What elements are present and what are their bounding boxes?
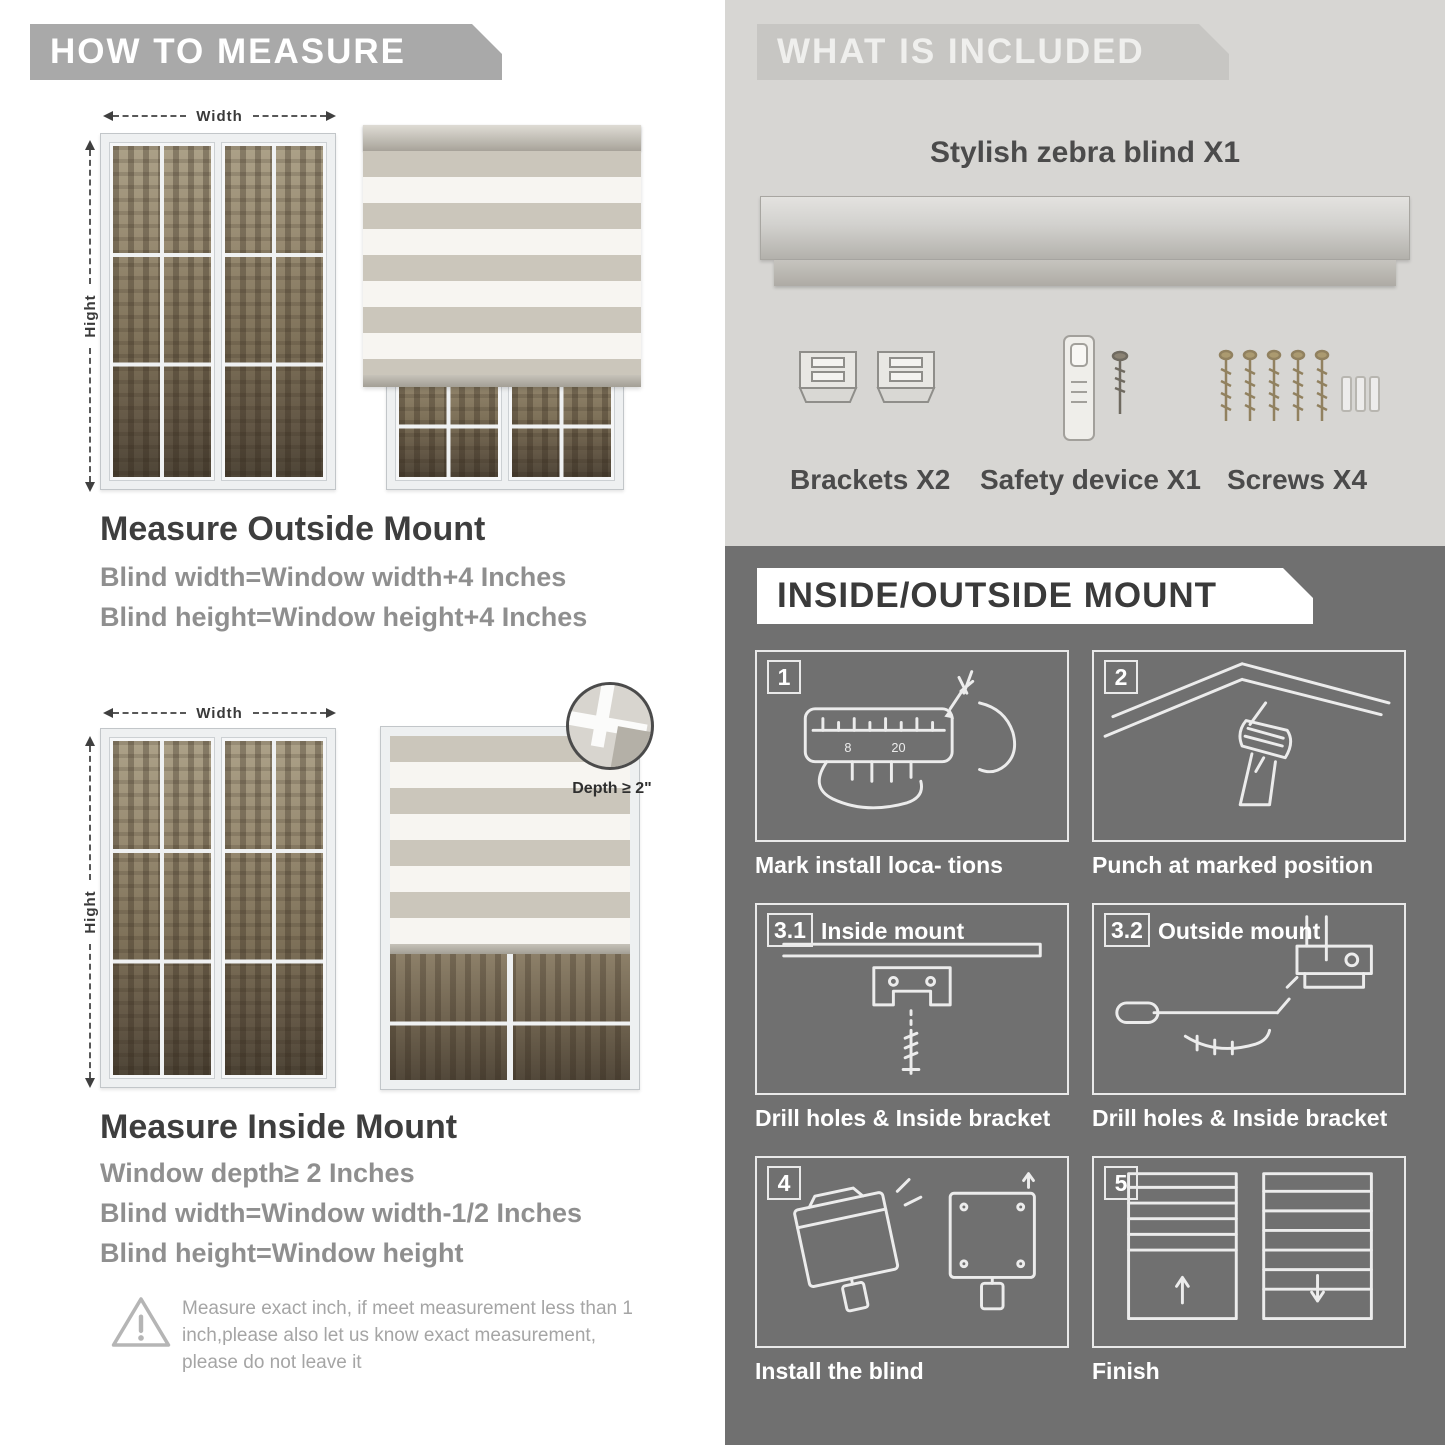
inside-formula-depth: Window depth≥ 2 Inches [100, 1158, 415, 1188]
step-panel-3-1: 3.1 Inside mount [755, 903, 1069, 1095]
step-panel-5: 5 [1092, 1156, 1406, 1348]
screws-label: Screws X4 [1226, 464, 1368, 495]
window-casement [222, 143, 326, 480]
inside-bracket-illustration [782, 942, 1042, 1075]
arrow-right-icon [85, 735, 95, 746]
arrow-right-icon [85, 139, 95, 150]
step-panel-4: 4 [755, 1156, 1069, 1348]
step-caption-4: Install the blind [755, 1358, 924, 1384]
arrow-right-icon [326, 111, 337, 121]
window-casement [222, 738, 326, 1078]
finish-illustration [1127, 1172, 1373, 1321]
blind-cassette [363, 125, 641, 151]
warning-triangle-icon [111, 1297, 171, 1347]
depth-zoom-callout [566, 682, 654, 770]
step-title: Outside mount [1158, 918, 1321, 944]
step-caption-5: Finish [1092, 1358, 1160, 1384]
step-number: 2 [1104, 660, 1138, 694]
outside-bracket-illustration [1115, 915, 1373, 1056]
screws-icon [1218, 349, 1380, 421]
what-is-included-title: WHAT IS INCLUDED [777, 32, 1145, 71]
window-lower-panes [390, 954, 630, 1080]
outside-formula-width: Blind width=Window width+4 Inches [100, 562, 567, 592]
window-illustration-outside [100, 133, 336, 490]
width-label: Width [196, 107, 243, 125]
zebra-blind-product-image [760, 196, 1410, 260]
inside-mount-title: Measure Inside Mount [100, 1108, 458, 1146]
step-number: 3.1 [767, 913, 813, 947]
measurement-warning-text: Measure exact inch, if meet measurement … [182, 1298, 633, 1373]
brackets-label: Brackets X2 [790, 464, 951, 495]
blind-fabric [363, 151, 641, 375]
step-number: 1 [767, 660, 801, 694]
svg-text:8: 8 [844, 740, 851, 755]
safety-device-label: Safety device X1 [979, 464, 1202, 495]
step-caption-1: Mark install loca- tions [755, 852, 1003, 878]
step-number: 4 [767, 1166, 801, 1200]
arrow-left-icon [85, 1078, 95, 1088]
arrow-left-icon [85, 482, 95, 492]
mark-location-illustration: 8 20 [803, 670, 1017, 810]
step-caption-3-2: Drill holes & Inside bracket [1092, 1105, 1388, 1131]
how-to-measure-title: HOW TO MEASURE [50, 32, 406, 71]
height-label: Hight [81, 890, 99, 934]
width-arrow-outside: Width [103, 104, 337, 128]
step-caption-3-1: Drill holes & Inside bracket [755, 1105, 1051, 1131]
how-to-measure-header: HOW TO MEASURE [30, 24, 502, 80]
depth-requirement-label: Depth ≥ 2" [572, 780, 652, 797]
step-panel-3-2: 3.2 Outside mount [1092, 903, 1406, 1095]
arrow-right-icon [326, 708, 337, 718]
step-number: 5 [1104, 1166, 1138, 1200]
what-is-included-header: WHAT IS INCLUDED [757, 24, 1229, 80]
step-panel-1: 1 8 20 [755, 650, 1069, 842]
outside-formula-height: Blind height=Window height+4 Inches [100, 602, 588, 632]
zebra-blind-outside-mount [363, 125, 641, 387]
height-label: Hight [81, 294, 99, 338]
step-caption-2: Punch at marked position [1092, 852, 1374, 878]
inside-formula-width: Blind width=Window width-1/2 Inches [100, 1198, 583, 1228]
window-casement [110, 143, 214, 480]
blind-fabric [390, 736, 630, 944]
mount-header: INSIDE/OUTSIDE MOUNT [757, 568, 1313, 624]
mount-header-title: INSIDE/OUTSIDE MOUNT [777, 576, 1218, 615]
arrow-left-icon [103, 708, 113, 718]
step-number: 3.2 [1104, 913, 1150, 947]
height-arrow-inside: Hight [78, 735, 102, 1088]
window-illustration-inside [100, 728, 336, 1088]
header-corner-notch [1283, 568, 1313, 598]
outside-mount-title: Measure Outside Mount [100, 510, 486, 548]
safety-device-icon [1063, 335, 1129, 441]
header-corner-notch [472, 24, 502, 54]
width-arrow-inside: Width [103, 701, 337, 725]
zebra-blind-inside-mount [380, 726, 640, 1090]
step-title: Inside mount [821, 918, 965, 944]
window-casement [110, 738, 214, 1078]
height-arrow-outside: Hight [78, 139, 102, 492]
blind-bottom-rail [390, 944, 630, 954]
product-title: Stylish zebra blind X1 [929, 136, 1241, 169]
inside-formula-height: Blind height=Window height [100, 1238, 464, 1268]
svg-text:20: 20 [891, 740, 905, 755]
install-blind-illustration [793, 1172, 1036, 1313]
drill-punch-illustration [1103, 662, 1391, 807]
width-label: Width [196, 704, 243, 722]
zebra-blind-product-rail [774, 260, 1396, 286]
arrow-left-icon [103, 111, 113, 121]
header-corner-notch [1199, 24, 1229, 54]
blind-bottom-rail [363, 375, 641, 387]
step-panel-2: 2 [1092, 650, 1406, 842]
brackets-icon [798, 351, 936, 403]
